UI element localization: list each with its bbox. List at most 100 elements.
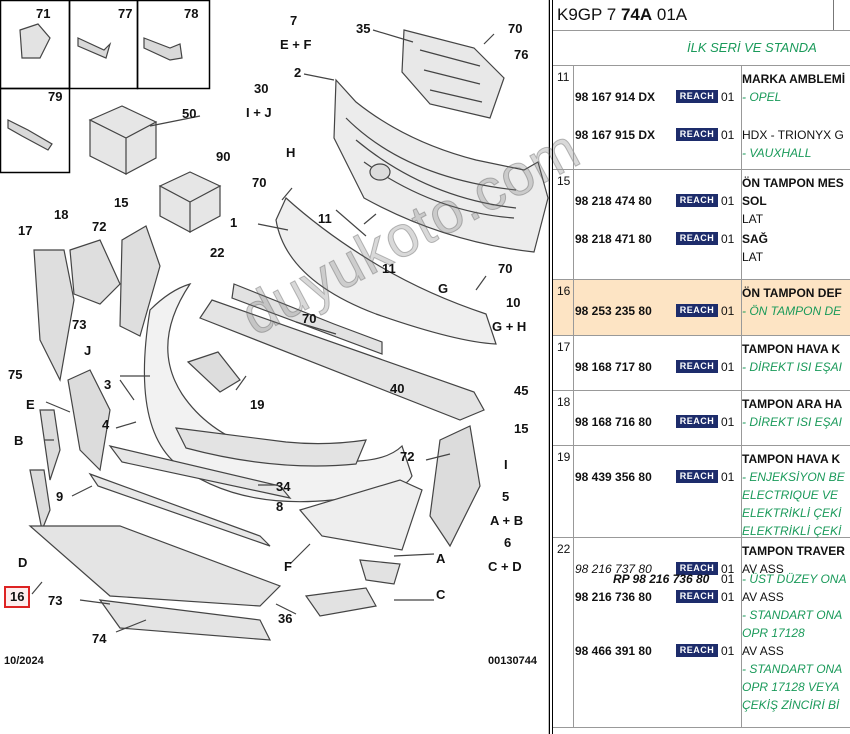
reach-badge: REACH	[676, 470, 718, 483]
callout-40: 40	[390, 381, 405, 396]
callout-g-h: G + H	[492, 319, 527, 334]
callout-70d: 70	[302, 311, 317, 326]
callout-9: 9	[56, 489, 64, 504]
callout-5: 5	[502, 489, 510, 504]
callout-19: 19	[250, 397, 265, 412]
callout-34: 34	[276, 479, 291, 494]
part-description: - DİREKT ISI EŞAI	[742, 415, 843, 429]
diagram-artwork	[0, 0, 550, 734]
group-number: 19	[557, 450, 571, 464]
callout-h: H	[286, 145, 296, 160]
callout-g: G	[438, 281, 449, 296]
part-description: OPR 17128 VEYA	[742, 680, 840, 694]
part-description: MARKA AMBLEMİ	[742, 72, 846, 86]
quantity: 01	[721, 90, 735, 104]
callout-a-b: A + B	[490, 513, 524, 528]
callout-45: 45	[514, 383, 529, 398]
callout-18: 18	[54, 207, 69, 222]
part-description: ELECTRIQUE VE	[742, 488, 839, 502]
reach-badge: REACH	[676, 415, 718, 428]
part-number[interactable]: 98 167 915 DX	[575, 128, 656, 142]
part-number[interactable]: 98 439 356 80	[575, 470, 652, 484]
part-number[interactable]: 98 253 235 80	[575, 304, 652, 318]
callout-c: C	[436, 587, 446, 602]
parts-list-header: K9GP 7 74A 01A	[553, 0, 850, 31]
callout-70c: 70	[498, 261, 513, 276]
part-number[interactable]: 98 466 391 80	[575, 644, 652, 658]
callout-i: I	[504, 457, 508, 472]
callout-7: 7	[290, 13, 298, 28]
quantity: 01	[721, 415, 735, 429]
callout-3: 3	[104, 377, 112, 392]
callout-70b: 70	[252, 175, 267, 190]
callout-i-j: I + J	[246, 105, 272, 120]
callout-76: 76	[514, 47, 529, 62]
exploded-parts-diagram: 71 77 78 79 50 90 35 70 76 7 E + F 2 30 …	[0, 0, 591, 734]
reach-badge: REACH	[676, 232, 718, 245]
group-number: 16	[557, 284, 571, 298]
part-description: HDX - TRIONYX G	[742, 128, 844, 142]
quantity: 01	[721, 232, 735, 246]
diagram-date: 10/2024	[4, 655, 44, 667]
header-code-prefix: K9GP 7	[557, 5, 621, 24]
reach-badge: REACH	[676, 128, 718, 141]
part-description: - OPEL	[742, 90, 782, 104]
quantity: 01	[721, 194, 735, 208]
replacement-part-number[interactable]: RP 98 216 736 80	[613, 572, 710, 586]
callout-35: 35	[356, 21, 371, 36]
part-description: - ENJEKSİYON BE	[742, 470, 845, 484]
part-description: TAMPON TRAVER	[742, 544, 845, 558]
group-number: 11	[557, 70, 570, 84]
part-description: TAMPON HAVA K	[742, 342, 841, 356]
header-code-bold: 74A	[620, 5, 653, 24]
callout-e: E	[26, 397, 35, 412]
callout-2: 2	[294, 65, 302, 80]
part-description: AV ASS	[742, 644, 784, 658]
part-description: ELEKTRİKLİ ÇEKİ	[742, 524, 842, 538]
part-description: SAĞ	[742, 232, 769, 246]
group-number: 22	[557, 542, 571, 556]
highlighted-part-16[interactable]: 16	[4, 586, 31, 608]
part-description: ÖN TAMPON DEF	[742, 286, 842, 300]
reach-badge: REACH	[676, 590, 718, 603]
part-description: LAT	[742, 212, 764, 226]
part-description: - ÜST DÜZEY ONA	[742, 572, 847, 586]
part-description: - STANDART ONA	[742, 608, 843, 622]
callout-36: 36	[278, 611, 293, 626]
part-description: AV ASS	[742, 562, 784, 576]
callout-6: 6	[504, 535, 512, 550]
callout-17: 17	[18, 223, 33, 238]
part-label-90: 90	[216, 149, 231, 164]
reach-badge: REACH	[676, 90, 718, 103]
callout-8: 8	[276, 499, 284, 514]
quantity: 01	[721, 644, 735, 658]
part-number[interactable]: 98 167 914 DX	[575, 90, 656, 104]
callout-72b: 72	[400, 449, 415, 464]
part-number[interactable]: 98 218 474 80	[575, 194, 652, 208]
callout-11b: 11	[382, 261, 396, 276]
inset-label-71: 71	[36, 6, 51, 21]
part-number[interactable]: 98 168 716 80	[575, 415, 652, 429]
part-number[interactable]: 98 216 736 80	[575, 590, 652, 604]
callout-70: 70	[508, 21, 523, 36]
callout-10: 10	[506, 295, 521, 310]
part-number[interactable]: 98 216 737 80	[575, 562, 652, 576]
quantity: 01	[721, 470, 735, 484]
callout-74: 74	[92, 631, 107, 646]
part-description: - DİREKT ISI EŞAI	[742, 360, 843, 374]
part-number[interactable]: 98 168 717 80	[575, 360, 652, 374]
part-number[interactable]: 98 218 471 80	[575, 232, 652, 246]
part-description: SOL	[742, 194, 767, 208]
part-description: AV ASS	[742, 590, 784, 604]
parts-group-22[interactable]: 22 TAMPON TRAVER AV ASS 98 216 737 80 REACH 0…	[553, 538, 850, 728]
reach-badge: REACH	[676, 304, 718, 317]
quantity: 01	[721, 128, 735, 142]
